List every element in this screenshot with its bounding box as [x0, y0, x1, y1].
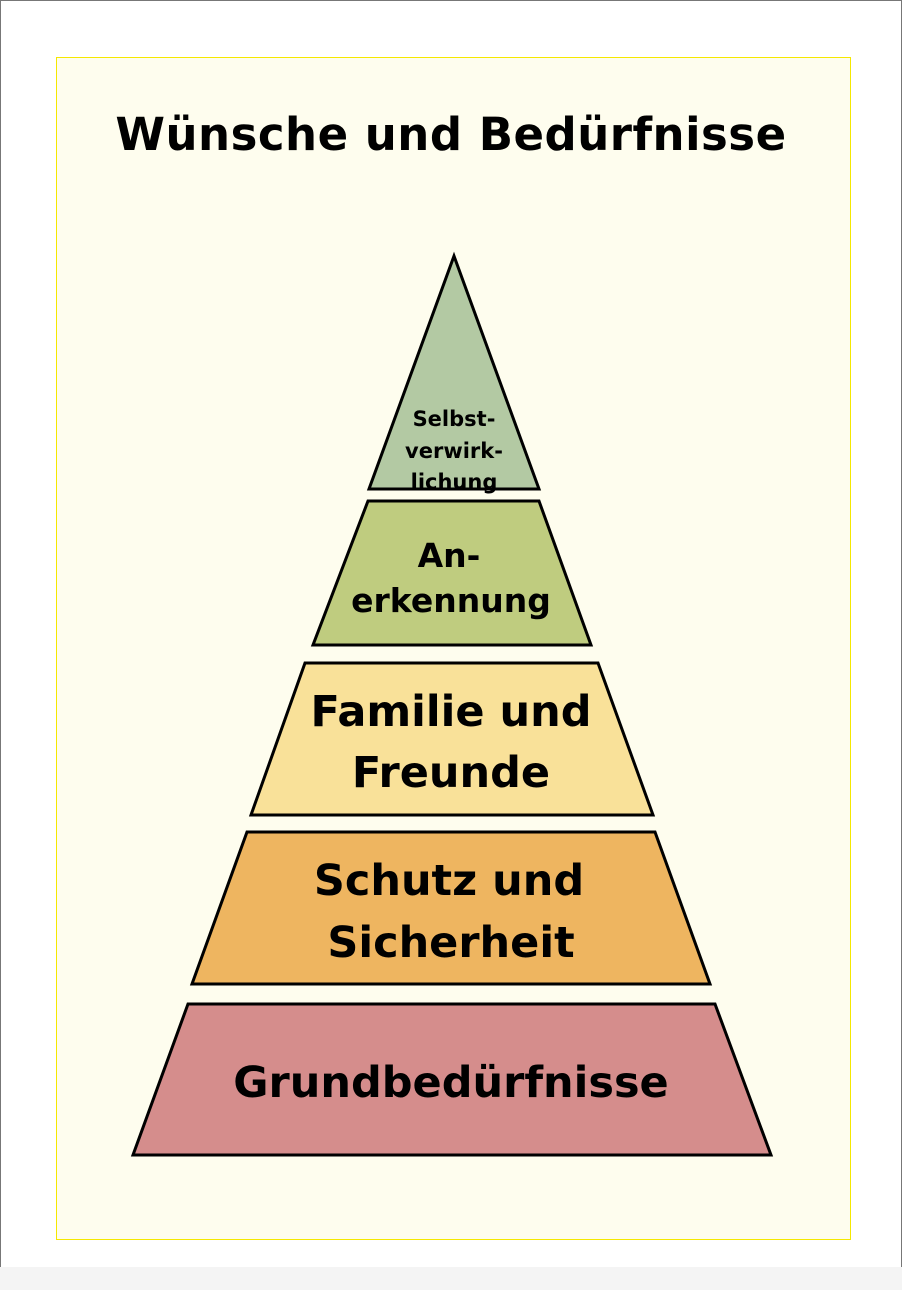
- level-label-selbstverwirklichung-line-1: Selbst-: [413, 407, 496, 431]
- level-shape-grundbeduerfnisse: [130, 1002, 774, 1157]
- level-shape-familie: [248, 661, 656, 817]
- pyramid-level-grundbeduerfnisse: Grundbedürfnisse: [130, 1002, 774, 1157]
- pyramid-level-schutz: Schutz und Sicherheit: [189, 830, 713, 986]
- level-label-familie-line-1: Familie und: [310, 687, 591, 737]
- level-shape-selbstverwirklichung: [366, 251, 542, 491]
- poster-title: Wünsche und Bedürfnisse: [115, 108, 787, 161]
- pyramid-level-anerkennung: An- erkennung: [310, 499, 594, 647]
- level-label-anerkennung-line-1: An-: [418, 536, 481, 575]
- level-shape-schutz: [189, 830, 713, 986]
- level-label-schutz-line-1: Schutz und: [314, 856, 584, 906]
- pyramid-level-selbstverwirklichung: Selbst- verwirk- lichung: [366, 251, 542, 494]
- pyramid-level-familie: Familie und Freunde: [248, 661, 656, 817]
- level-label-grundbeduerfnisse-line-1: Grundbedürfnisse: [233, 1058, 668, 1108]
- level-label-selbstverwirklichung-line-2: verwirk-: [405, 439, 503, 463]
- level-label-familie-line-2: Freunde: [352, 748, 550, 798]
- level-label-selbstverwirklichung-line-3: lichung: [411, 470, 498, 494]
- level-label-schutz-line-2: Sicherheit: [327, 918, 574, 968]
- level-shape-anerkennung: [310, 499, 594, 647]
- level-label-anerkennung-line-2: erkennung: [351, 581, 551, 620]
